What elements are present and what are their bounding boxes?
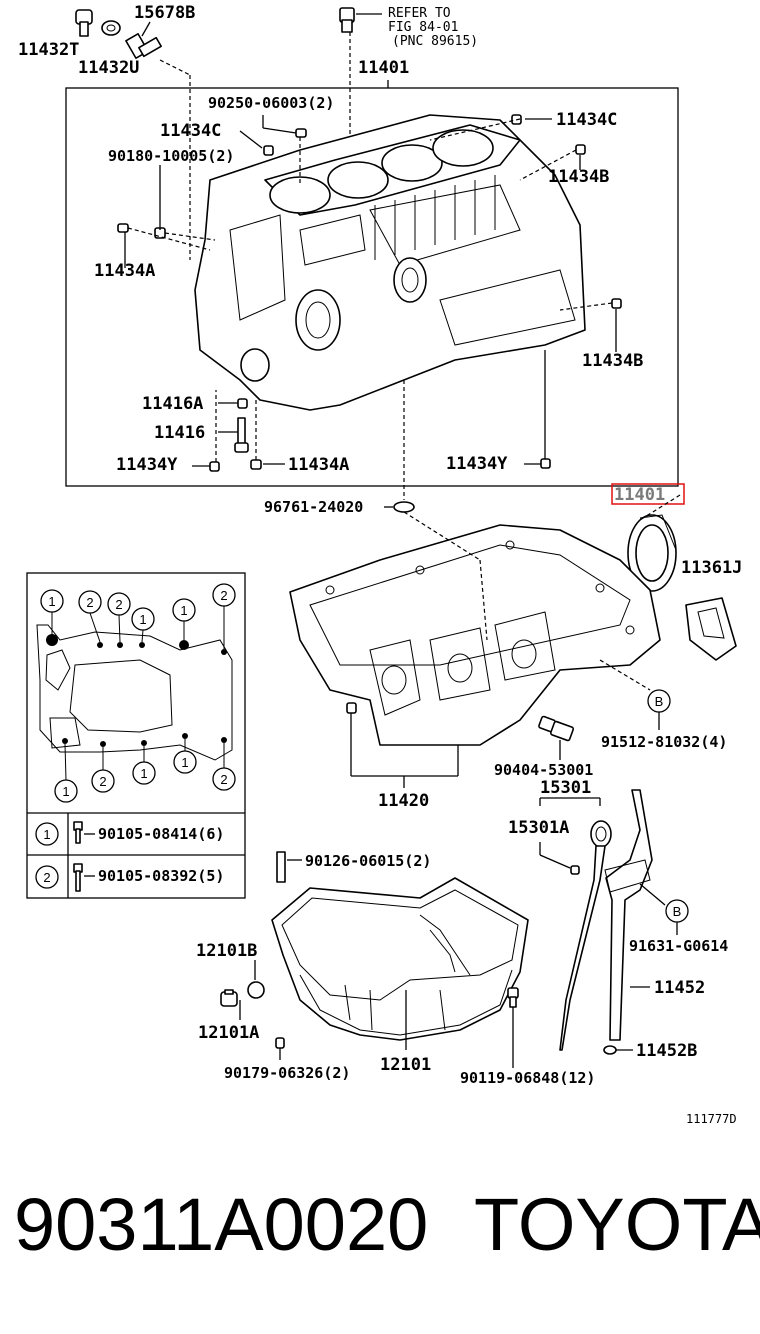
bolt-map-markers: 1 2 2 1 1 2 1 2 1 1 2 [40,583,236,803]
svg-text:2: 2 [220,588,227,603]
gasket-11361J [685,597,737,661]
crank-oil-seal [627,514,677,592]
oil-gauge-guide-11452 [603,789,653,1055]
svg-text:2: 2 [115,597,122,612]
label-90180: 90180-10005(2) [108,147,234,165]
label-12101: 12101 [380,1055,431,1075]
top-bolt-group [75,7,389,260]
svg-text:1: 1 [62,784,69,799]
label-11416A: 11416A [142,394,203,414]
highlight-box-11401 [611,483,685,505]
drain-plug-gasket [247,981,265,999]
label-90119: 90119-06848(12) [460,1069,595,1087]
cylinder-block [194,114,586,411]
label-11434Y-right: 11434Y [446,454,508,474]
dipstick [559,820,612,1051]
label-91512: 91512-81032(4) [601,733,727,751]
label-12101A: 12101A [198,1023,259,1043]
label-11434C-left: 11434C [160,121,221,141]
engine-block-frame [65,87,679,487]
label-96761: 96761-24020 [264,498,363,516]
oil-pressure-switch [538,715,575,742]
o-ring [393,501,415,513]
svg-text:1: 1 [140,766,147,781]
label-11434C-right: 11434C [556,110,617,130]
part-number: 90311A0020 [14,1183,429,1266]
circle-B-upper-letter: B [655,694,664,709]
label-11432U: 11432U [78,58,139,78]
circle-B-lower-letter: B [673,904,682,919]
svg-text:2: 2 [86,595,93,610]
brand-name: TOYOTA [474,1183,760,1266]
label-refer-to: REFER TO [388,6,451,21]
label-90126: 90126-06015(2) [305,852,431,870]
label-90250: 90250-06003(2) [208,94,334,112]
label-11434A-left: 11434A [94,261,155,281]
lower-crankcase [289,524,661,746]
label-refer-fig: FIG 84-01 [388,20,458,35]
bolt-map-inset [26,572,246,899]
svg-text:1: 1 [48,594,55,609]
label-15301A: 15301A [508,818,569,838]
label-11401-highlight: 11401 [614,485,665,505]
illustration-code: 111777D [686,1112,737,1126]
bolt-part-2: 90105-08392(5) [98,867,224,885]
bolt-key-2: 2 [43,870,50,885]
svg-text:1: 1 [180,603,187,618]
svg-text:1: 1 [181,755,188,770]
oil-pan [271,877,529,1041]
label-90179: 90179-06326(2) [224,1064,350,1082]
label-11361J: 11361J [681,558,742,578]
label-11401: 11401 [358,58,409,78]
label-12101B: 12101B [196,941,257,961]
label-11420: 11420 [378,791,429,811]
label-11432T: 11432T [18,40,79,60]
label-15301: 15301 [540,778,591,798]
label-11434A-bottom: 11434A [288,455,349,475]
label-11416: 11416 [154,423,205,443]
label-15678B: 15678B [134,3,195,23]
label-11434B-right: 11434B [582,351,643,371]
label-90404: 90404-53001 [494,761,593,779]
label-refer-pnc: (PNC 89615) [392,34,478,49]
drain-plug [220,989,238,1007]
label-11452: 11452 [654,978,705,998]
label-11434B-top: 11434B [548,167,609,187]
leader-lines-block [124,115,617,500]
svg-text:2: 2 [220,772,227,787]
label-91631: 91631-G0614 [629,937,728,955]
svg-text:2: 2 [99,774,106,789]
bolt-part-1: 90105-08414(6) [98,825,224,843]
bolt-table-row-1: 1 90105-08414(6) [35,821,224,846]
label-11434Y-left: 11434Y [116,455,178,475]
svg-text:1: 1 [139,612,146,627]
bolt-table-row-2: 2 90105-08392(5) [35,863,224,892]
label-11452B: 11452B [636,1041,697,1061]
bolt-key-1: 1 [43,827,50,842]
